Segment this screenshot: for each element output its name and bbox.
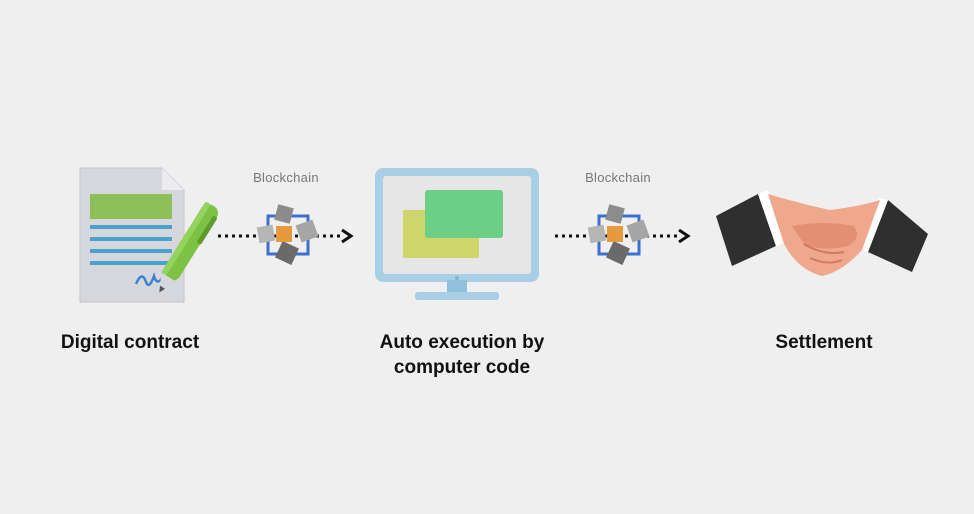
contract-document-icon [70,162,230,312]
connector-label: Blockchain [585,170,651,185]
step-label: Digital contract [60,332,200,353]
monitor-icon [373,166,543,308]
step-label: Auto execution by computer code [379,332,545,378]
connector-label: Blockchain [253,170,319,185]
blockchain-icon [583,202,655,270]
step-label: Settlement [775,332,873,353]
handshake-icon [712,186,932,286]
blockchain-icon [252,202,324,270]
